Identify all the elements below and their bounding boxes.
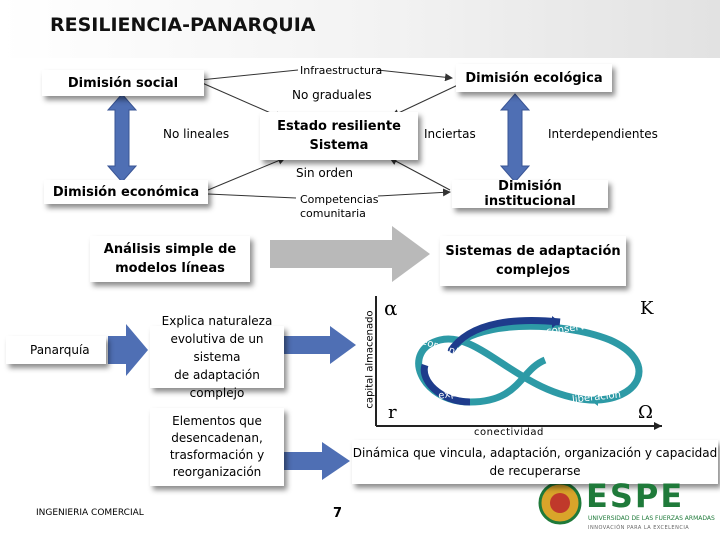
label-no-lineales: No lineales xyxy=(163,127,230,141)
analisis-box: Análisis simple de modelos líneas xyxy=(90,236,250,282)
blue-arrow-panarquia xyxy=(108,324,148,376)
gray-arrow-big xyxy=(270,226,430,282)
analisis-line1: Análisis simple de xyxy=(103,242,237,257)
dim-social-box: Dimisión social xyxy=(42,70,204,96)
center-line2: Sistema xyxy=(309,138,369,153)
cycle-reorganizacion: reorganización xyxy=(416,334,490,369)
title-bar xyxy=(0,0,720,58)
double-arrow-left xyxy=(106,93,138,183)
connector-social-infra xyxy=(199,69,299,81)
logo-line2: INNOVACIÓN PARA LA EXCELENCIA xyxy=(588,525,690,531)
connector-economica-comp xyxy=(207,193,297,199)
connector-institucional-center xyxy=(389,157,451,191)
adaptive-cycle-figure xyxy=(368,296,662,430)
label-inciertas: Inciertas xyxy=(424,127,476,141)
logo-name: ESPE xyxy=(586,477,685,515)
center-state-box: Estado resiliente Sistema xyxy=(260,112,418,160)
double-arrow-right xyxy=(499,93,531,183)
dinamica-line1: Dinámica que vincula, adaptación, organi… xyxy=(352,446,718,460)
dinamica-box: Dinámica que vincula, adaptación, organi… xyxy=(352,440,718,484)
elementos-line4: reorganización xyxy=(172,465,262,479)
page-title: RESILIENCIA-PANARQUIA xyxy=(50,14,316,36)
elementos-line1: Elementos que xyxy=(172,414,262,428)
connector-economica-center xyxy=(207,156,286,191)
panarquia-box: Panarquía xyxy=(6,336,106,364)
label-competencias-2: comunitaria xyxy=(300,207,366,220)
blue-arrow-explica xyxy=(283,326,356,364)
elementos-line2: desencadenan, xyxy=(171,431,263,445)
blue-arrow-elementos xyxy=(284,442,350,480)
cycle-alpha: α xyxy=(384,296,398,320)
explica-line2: evolutiva de un sistema xyxy=(170,332,264,364)
dim-economica-box: Dimisión económica xyxy=(44,180,208,204)
connector-comp-institucional xyxy=(377,188,451,197)
explica-line1: Explica naturaleza xyxy=(161,314,273,328)
cycle-ylabel: capital almacenado xyxy=(364,310,376,409)
cycle-r: r xyxy=(388,402,397,423)
dim-economica-text: Dimisión económica xyxy=(52,184,200,200)
dim-ecologica-text: Dimisión ecológica xyxy=(465,70,603,86)
dim-institucional-text: Dimisión institucional xyxy=(484,179,576,209)
analisis-line2: modelos líneas xyxy=(115,261,225,276)
cycle-xlabel: conectividad xyxy=(474,427,544,438)
label-sin-orden: Sin orden xyxy=(296,166,354,180)
footer-left: INGENIERIA COMERCIAL xyxy=(36,508,144,518)
center-line1: Estado resiliente xyxy=(277,119,401,134)
explica-box: Explica naturaleza evolutiva de un siste… xyxy=(150,314,284,400)
cycle-kappa: K xyxy=(640,298,654,319)
label-infraestructura: Infraestructura xyxy=(300,64,383,77)
dim-social-text: Dimisión social xyxy=(67,75,179,91)
explica-line3: de adaptación complejo xyxy=(174,368,260,400)
dim-institucional-box: Dimisión institucional xyxy=(452,179,608,209)
cycle-omega: Ω xyxy=(638,402,653,423)
elementos-line3: trasformación y xyxy=(169,448,265,462)
connector-infra-ecologica xyxy=(377,69,453,82)
cycle-conservacion: conservación xyxy=(545,317,613,338)
elementos-box: Elementos que desencadenan, trasformació… xyxy=(150,408,284,486)
sistemas-box: Sistemas de adaptación complejos xyxy=(440,236,626,286)
page-number: 7 xyxy=(333,506,343,521)
espe-logo xyxy=(538,481,582,525)
dinamica-line2: de recuperarse xyxy=(489,464,581,478)
dim-ecologica-box: Dimisión ecológica xyxy=(456,64,612,92)
sistemas-line2: complejos xyxy=(496,263,570,278)
panarquia-text: Panarquía xyxy=(30,343,90,357)
cycle-explotacion: explotación xyxy=(437,381,497,402)
label-interdependientes: Interdependientes xyxy=(548,127,658,141)
label-no-graduales: No graduales xyxy=(292,88,372,102)
cycle-liberacion: liberación xyxy=(571,389,622,406)
label-competencias-1: Competencias xyxy=(300,193,379,206)
logo-line1: UNIVERSIDAD DE LAS FUERZAS ARMADAS xyxy=(588,515,715,522)
sistemas-line1: Sistemas de adaptación xyxy=(445,244,621,259)
